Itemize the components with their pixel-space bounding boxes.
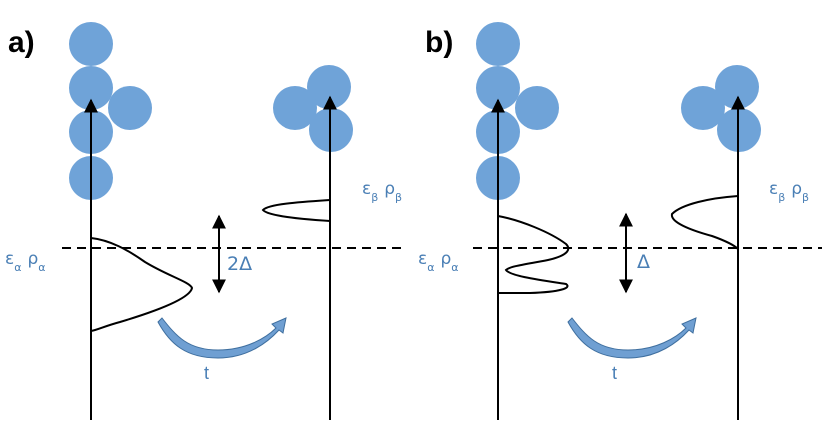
gap-label: Δ (637, 251, 650, 273)
atom-sphere-icon (69, 66, 113, 110)
atom-sphere-icon (273, 86, 317, 130)
atom-sphere-icon (307, 65, 351, 109)
hopping-label: t (612, 363, 617, 383)
right-density-of-states-curve (670, 195, 739, 250)
atom-sphere-icon (476, 22, 520, 66)
panel-a-right-molecule (273, 65, 353, 152)
panel-b-label: b) (425, 26, 453, 59)
hopping-label: t (204, 363, 209, 383)
right-density-of-states-curve (261, 199, 331, 222)
hopping-curved-arrow-icon (157, 317, 287, 359)
panel-a-label: a) (8, 26, 35, 59)
hopping-curved-arrow-icon (567, 317, 697, 359)
atom-sphere-icon (681, 86, 725, 130)
atom-sphere-icon (69, 22, 113, 66)
left-density-of-states-curve (90, 237, 194, 332)
panel-a-left-molecule (69, 22, 152, 200)
gap-label: 2Δ (227, 253, 252, 275)
atom-sphere-icon (515, 86, 559, 130)
left-density-of-states-curve (497, 215, 570, 295)
atom-sphere-icon (476, 66, 520, 110)
atom-sphere-icon (715, 65, 759, 109)
atom-sphere-icon (108, 86, 152, 130)
panel-b-right-molecule (681, 65, 761, 152)
panel-b-left-molecule (476, 22, 559, 200)
